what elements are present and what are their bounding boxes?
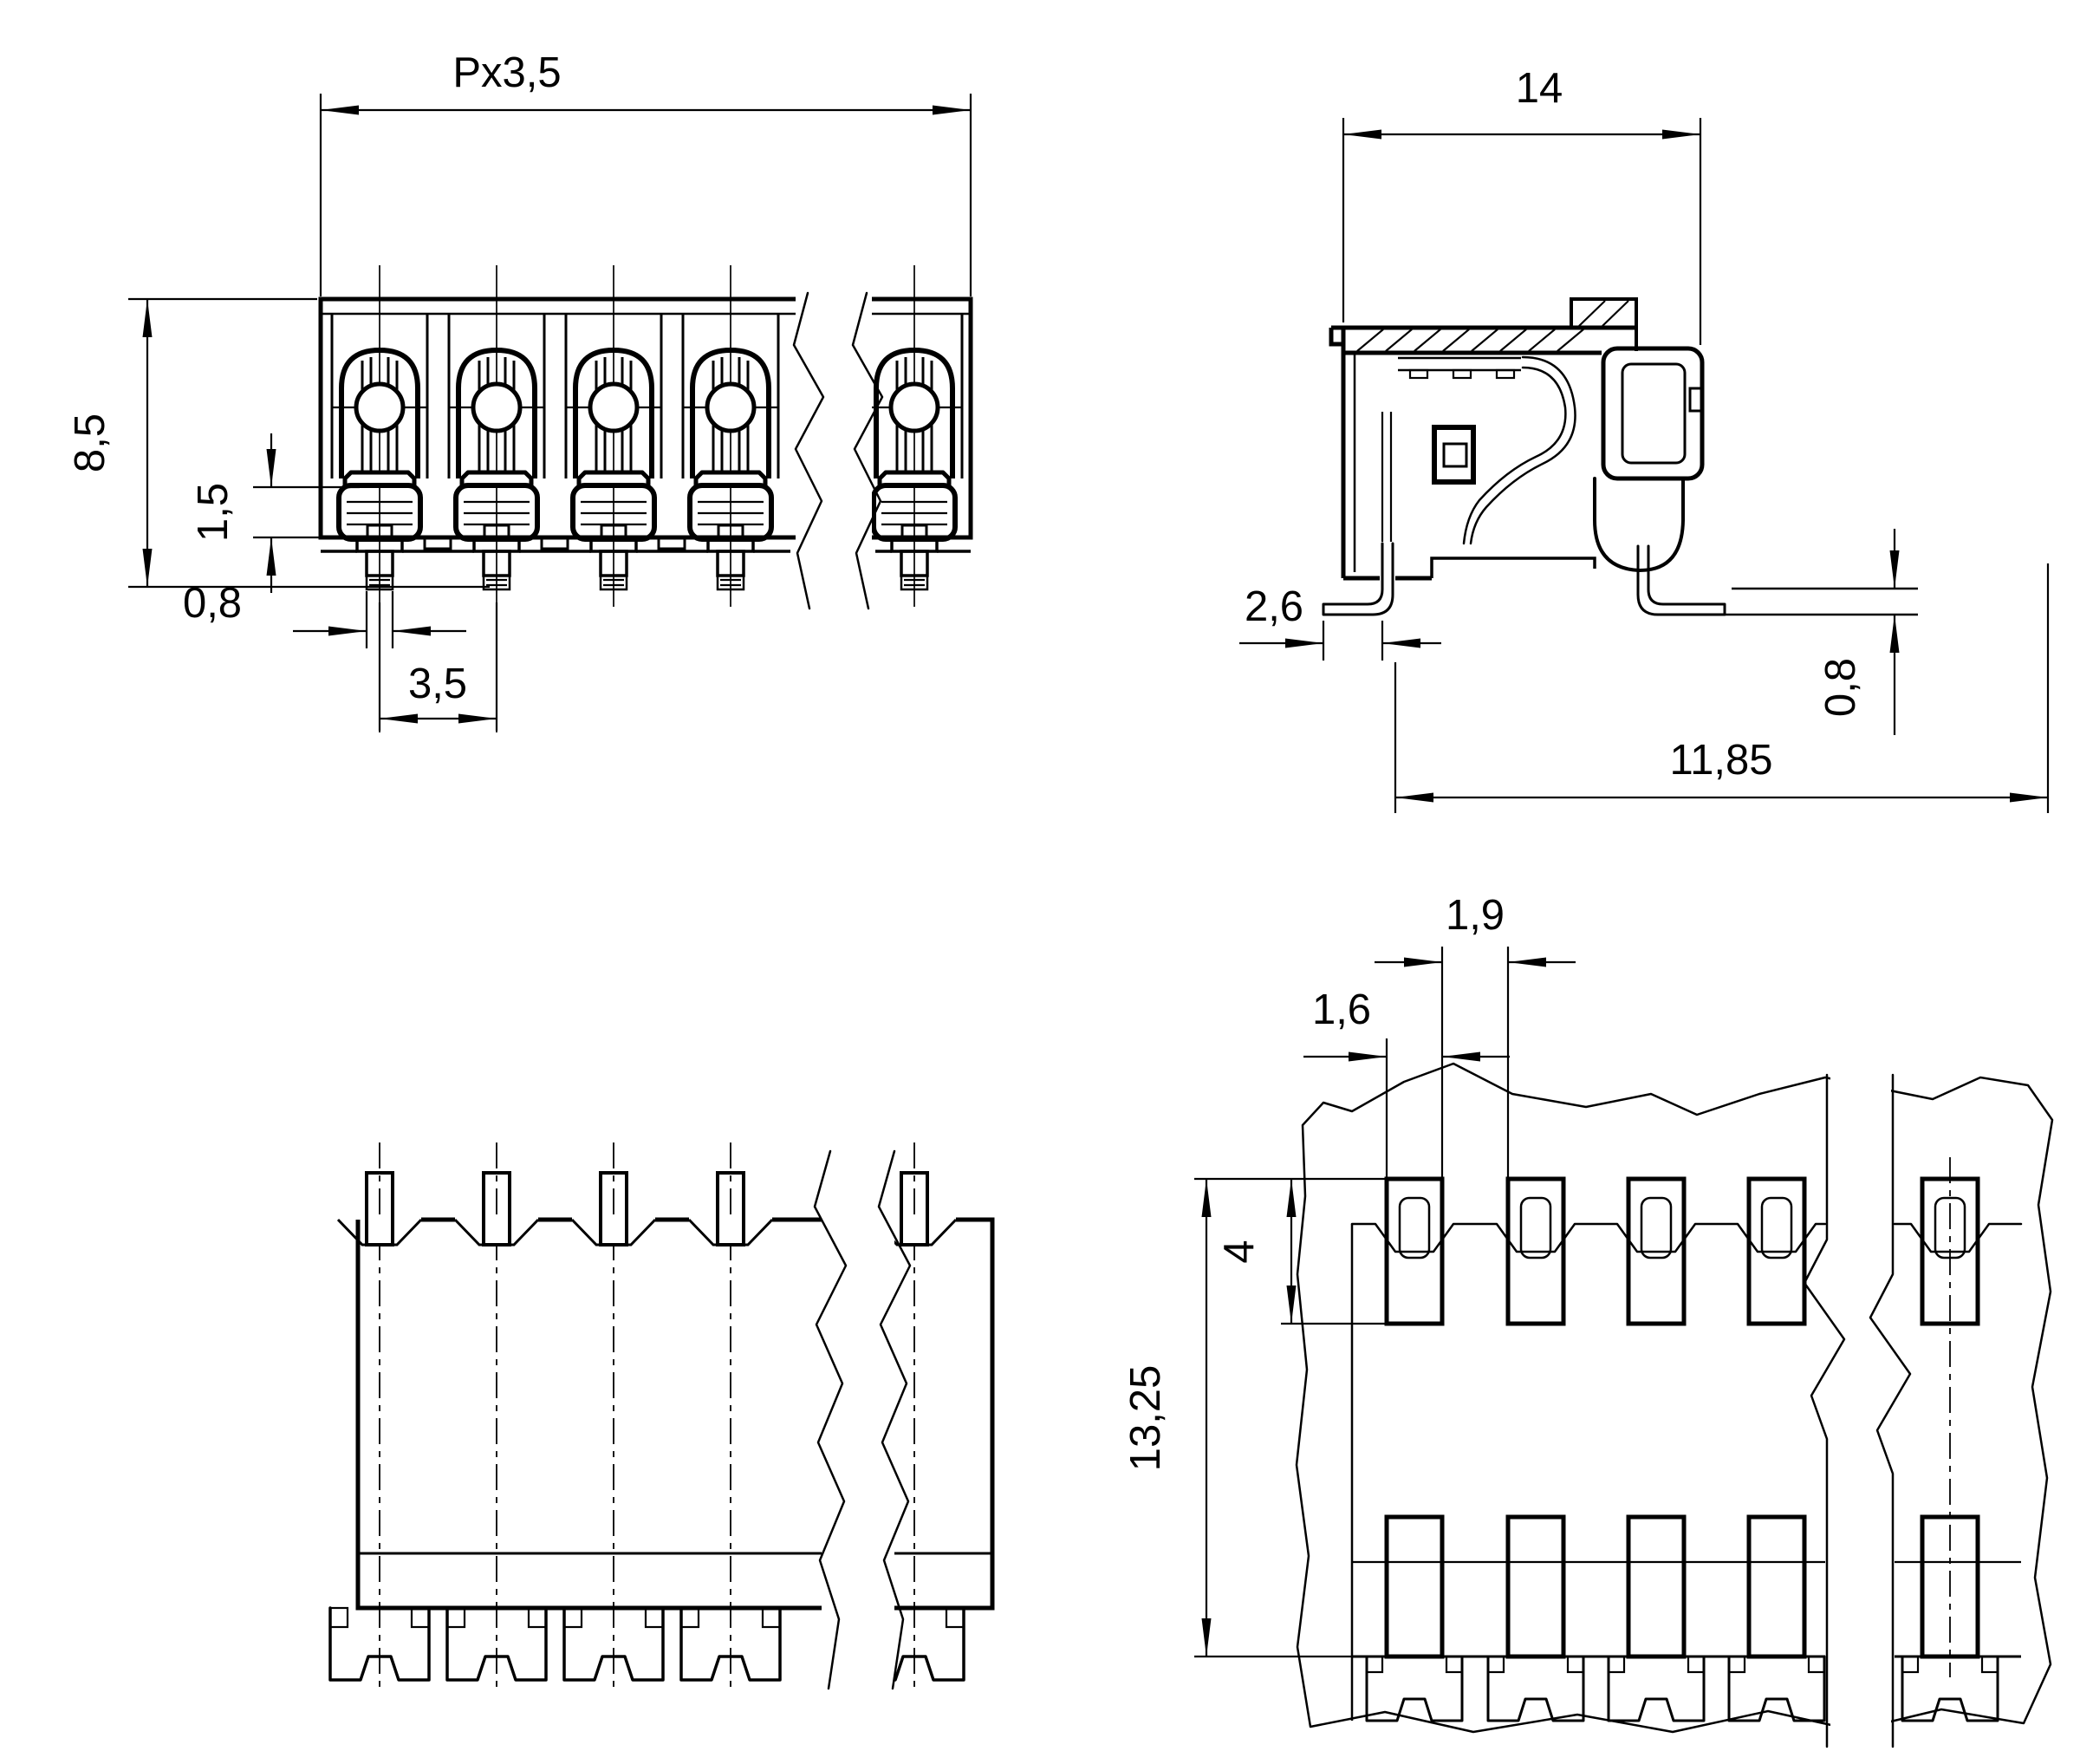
dim-label-pad-gap: 1,9 bbox=[1446, 892, 1505, 939]
dim-housing-height: 8,5 bbox=[67, 297, 490, 589]
clamp-spring bbox=[1469, 355, 1576, 545]
solder-pad-bottom bbox=[1387, 1517, 1442, 1657]
solder-pad-bottom bbox=[1749, 1517, 1804, 1657]
dim-label-pad-width: 1,6 bbox=[1312, 986, 1371, 1033]
front-view-geometry bbox=[318, 265, 973, 732]
dim-label-pad-height: 4 bbox=[1216, 1240, 1263, 1263]
break-gap bbox=[822, 1149, 894, 1690]
break-gap bbox=[796, 291, 872, 609]
clamp-spring bbox=[1462, 366, 1567, 545]
footprint-foot bbox=[1607, 1655, 1706, 1722]
break-line bbox=[813, 1149, 848, 1690]
dim-foot-protrusion: 2,6 bbox=[1239, 583, 1441, 661]
pcb-footprint-view: 1,9 1,6 4 13,25 bbox=[1122, 892, 2054, 1749]
side-view-geometry bbox=[1322, 297, 1918, 616]
dim-label-housing-height: 8,5 bbox=[67, 413, 114, 472]
dim-pad-height: 4 bbox=[1194, 1177, 1434, 1325]
break-line bbox=[792, 291, 825, 610]
break-line bbox=[877, 1149, 912, 1690]
break-line bbox=[1869, 1073, 1912, 1748]
break-line bbox=[851, 291, 884, 610]
dim-label-pin-width: 0,8 bbox=[183, 580, 242, 627]
footprint-foot bbox=[1365, 1655, 1464, 1722]
dim-label-pad-span: 11,85 bbox=[1670, 737, 1773, 784]
dim-pin-width: 0,8 bbox=[183, 580, 466, 648]
dim-label-pitch: 3,5 bbox=[408, 661, 467, 707]
dim-total-width: Px3,5 bbox=[319, 49, 972, 296]
solder-pad-bottom bbox=[1628, 1517, 1684, 1657]
break-gap bbox=[1830, 1073, 1891, 1749]
dim-label-standoff: 0,8 bbox=[1817, 658, 1864, 717]
dim-standoff: 0,8 bbox=[1817, 529, 1900, 735]
dim-label-depth: 14 bbox=[1516, 65, 1563, 112]
footprint-geometry bbox=[1295, 1062, 2054, 1749]
dim-pad-width: 1,6 bbox=[1303, 986, 1510, 1183]
dim-clamp-opening: 1,5 bbox=[190, 433, 360, 593]
footprint-foot bbox=[1486, 1655, 1585, 1722]
dim-label-clamp-opening: 1,5 bbox=[190, 483, 237, 542]
side-section-view: 14 2,6 0,8 11,85 bbox=[1239, 65, 2050, 813]
dim-depth: 14 bbox=[1342, 65, 1702, 345]
pcb-torn-outline bbox=[1295, 1062, 2054, 1734]
break-line bbox=[1803, 1073, 1846, 1748]
footprint-foot bbox=[1727, 1655, 1826, 1722]
dim-label-footprint-height: 13,25 bbox=[1122, 1365, 1169, 1472]
dim-footprint-height: 13,25 bbox=[1122, 1179, 1356, 1658]
bottom-view-geometry bbox=[328, 1142, 995, 1690]
front-view: Px3,5 8,5 1,5 0,8 bbox=[67, 49, 973, 732]
bottom-view bbox=[328, 1142, 995, 1690]
dim-pitch: 3,5 bbox=[378, 602, 498, 731]
dim-label-total-width: Px3,5 bbox=[452, 49, 561, 96]
dim-pad-gap: 1,9 bbox=[1375, 892, 1576, 1183]
solder-pad-bottom bbox=[1508, 1517, 1563, 1657]
dim-pad-span: 11,85 bbox=[1394, 563, 2050, 813]
dim-label-foot-protrusion: 2,6 bbox=[1245, 583, 1303, 630]
